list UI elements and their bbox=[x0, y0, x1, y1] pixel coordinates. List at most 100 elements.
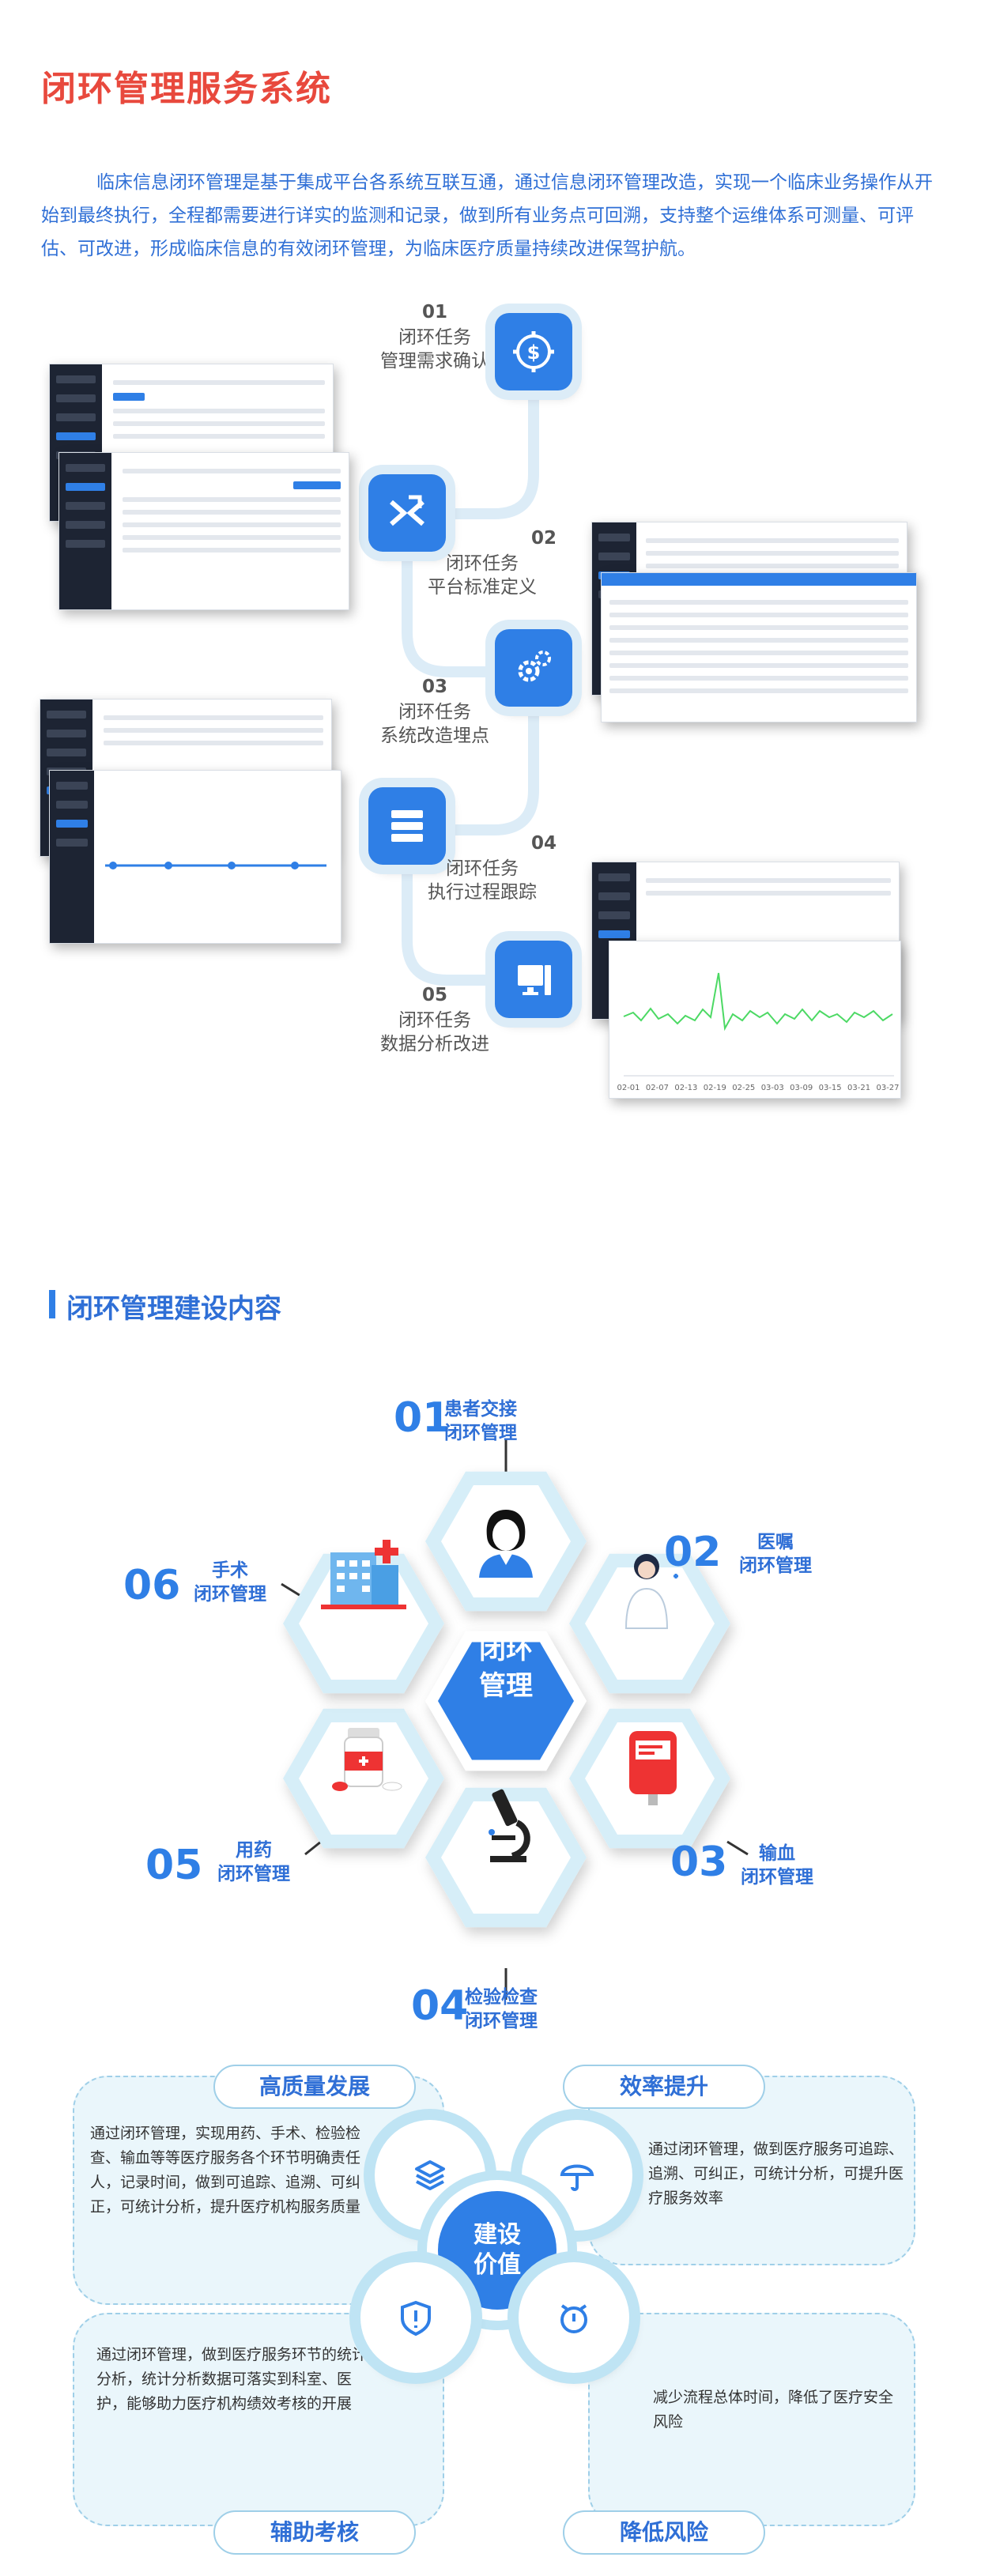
chart-x-tick-label: 02-25 bbox=[732, 1084, 755, 1092]
item-01-line2: 闭环管理 bbox=[444, 1423, 517, 1443]
step-02-line1: 闭环任务 bbox=[446, 553, 519, 574]
step-02-label: 闭环任务 平台标准定义 bbox=[395, 552, 569, 599]
page-title: 闭环管理服务系统 bbox=[41, 69, 332, 109]
item-06-line1: 手术 bbox=[212, 1560, 248, 1581]
chart-x-tick-label: 02-01 bbox=[617, 1084, 640, 1092]
microscope-icon bbox=[468, 1783, 544, 1870]
alarm-clock-icon bbox=[519, 2262, 629, 2373]
svg-text:$: $ bbox=[527, 341, 541, 364]
value-efficiency-text: 通过闭环管理，做到医疗服务可追踪、追溯、可纠正，可统计分析，可提升医疗服务效率 bbox=[648, 2140, 904, 2207]
chart-x-tick-label: 02-19 bbox=[704, 1084, 726, 1092]
medicine-icon bbox=[324, 1720, 411, 1799]
item-02-line1: 医嘱 bbox=[757, 1532, 794, 1552]
hospital-icon bbox=[316, 1529, 411, 1616]
value-center-line2: 价值 bbox=[474, 2251, 521, 2279]
construction-item-04: 04 检验检查 闭环管理 bbox=[411, 1982, 538, 2031]
item-01-label: 患者交接 闭环管理 bbox=[444, 1397, 547, 1445]
value-box-quality: 通过闭环管理，实现用药、手术、检验检查、输血等等医疗服务各个环节明确责任人，记录… bbox=[73, 2076, 444, 2305]
server-stack-icon bbox=[368, 787, 446, 865]
item-01-number: 01 bbox=[394, 1394, 451, 1442]
step-01-line2: 管理需求确认 bbox=[380, 351, 489, 372]
value-assessment-text: 通过闭环管理，做到医疗服务环节的统计分析，统计分析数据可落实到科室、医护，能够助… bbox=[96, 2346, 368, 2412]
item-03-number: 03 bbox=[670, 1839, 728, 1886]
step-05-line1: 闭环任务 bbox=[398, 1010, 471, 1031]
item-01-line1: 患者交接 bbox=[444, 1399, 517, 1420]
hex-center-line1: 闭环 bbox=[479, 1634, 533, 1665]
intro-paragraph: 临床信息闭环管理是基于集成平台各系统互联互通，通过信息闭环管理改造，实现一个临床… bbox=[41, 172, 933, 259]
item-06-number: 06 bbox=[123, 1562, 181, 1609]
item-02-line2: 闭环管理 bbox=[739, 1556, 812, 1576]
item-02-label: 医嘱 闭环管理 bbox=[724, 1530, 827, 1578]
value-risk-title: 降低风险 bbox=[563, 2510, 765, 2555]
dollar-gear-icon: $ bbox=[495, 313, 572, 390]
step-01-line1: 闭环任务 bbox=[398, 327, 471, 348]
construction-section-title: 闭环管理建设内容 bbox=[66, 1293, 281, 1325]
chart-x-tick-label: 03-03 bbox=[761, 1084, 784, 1092]
step-03-line1: 闭环任务 bbox=[398, 702, 471, 722]
trend-line-chart: 02-01 02-07 02-13 02-19 02-25 03-03 03-09 03-15… bbox=[617, 972, 900, 1092]
process-connector-lines bbox=[402, 358, 539, 986]
item-03-line1: 输血 bbox=[759, 1843, 795, 1864]
chart-x-tick-label: 03-21 bbox=[847, 1084, 870, 1092]
screenshot-task-list-front bbox=[58, 452, 349, 610]
hex-center-inner bbox=[438, 1642, 574, 1760]
chart-x-tick-label: 02-07 bbox=[646, 1084, 669, 1092]
item-03-label: 输血 闭环管理 bbox=[726, 1842, 828, 1889]
item-03-line2: 闭环管理 bbox=[741, 1867, 813, 1888]
construction-item-01: 01 患者交接 闭环管理 bbox=[394, 1394, 517, 1443]
screenshot-standard-table-detail bbox=[601, 572, 917, 722]
step-03-label: 闭环任务 系统改造埋点 bbox=[348, 700, 522, 748]
step-03-line2: 系统改造埋点 bbox=[380, 726, 489, 746]
item-04-line1: 检验检查 bbox=[465, 1987, 538, 2008]
value-box-assessment: 通过闭环管理，做到医疗服务环节的统计分析，统计分析数据可落实到科室、医护，能够助… bbox=[73, 2313, 444, 2526]
monitor-icon bbox=[495, 941, 572, 1018]
shuffle-arrows-icon bbox=[368, 474, 446, 552]
value-quality-title: 高质量发展 bbox=[213, 2065, 416, 2109]
item-05-number: 05 bbox=[145, 1842, 203, 1889]
construction-item-05: 05 用药 闭环管理 bbox=[145, 1840, 290, 1889]
step-05-label: 闭环任务 数据分析改进 bbox=[348, 1009, 522, 1056]
step-01-number: 01 bbox=[421, 302, 447, 322]
chart-x-tick-label: 03-15 bbox=[819, 1084, 842, 1092]
shield-alert-icon bbox=[360, 2262, 471, 2373]
step-04-line2: 执行过程跟踪 bbox=[428, 882, 537, 903]
value-assessment-title: 辅助考核 bbox=[213, 2510, 416, 2555]
chart-x-ticks: 02-01 02-07 02-13 02-19 02-25 03-03 03-09 03-15… bbox=[617, 1084, 899, 1092]
doctor-icon bbox=[612, 1546, 691, 1633]
blood-bag-icon bbox=[621, 1723, 685, 1810]
construction-item-02: 02 医嘱 闭环管理 bbox=[664, 1529, 812, 1576]
gears-icon bbox=[495, 629, 572, 707]
value-center-line1: 建设 bbox=[474, 2221, 521, 2249]
step-04-line1: 闭环任务 bbox=[446, 858, 519, 879]
item-06-line2: 闭环管理 bbox=[194, 1584, 266, 1605]
item-06-label: 手术 闭环管理 bbox=[179, 1559, 281, 1606]
screenshot-analysis-chart: 02-01 02-07 02-13 02-19 02-25 03-03 03-09 03-15… bbox=[609, 941, 901, 1099]
step-01-label: 闭环任务 管理需求确认 bbox=[348, 326, 522, 373]
value-efficiency-title: 效率提升 bbox=[563, 2065, 765, 2109]
item-04-line2: 闭环管理 bbox=[465, 2011, 538, 2031]
item-04-label: 检验检查 闭环管理 bbox=[465, 1986, 568, 2033]
step-03-number: 03 bbox=[421, 677, 447, 697]
item-02-number: 02 bbox=[664, 1529, 722, 1576]
construction-item-06: 06 手术 闭环管理 bbox=[123, 1560, 266, 1609]
step-05-number: 05 bbox=[421, 985, 447, 1005]
item-05-line1: 用药 bbox=[236, 1840, 272, 1861]
item-04-number: 04 bbox=[411, 1982, 469, 2030]
step-05-line2: 数据分析改进 bbox=[380, 1034, 489, 1054]
section-title-marker bbox=[49, 1290, 55, 1318]
value-risk-text: 减少流程总体时间，降低了医疗安全风险 bbox=[653, 2389, 894, 2431]
hex-center-line2: 管理 bbox=[479, 1670, 533, 1702]
chart-x-tick-label: 03-27 bbox=[876, 1084, 899, 1092]
chart-x-tick-label: 02-13 bbox=[674, 1084, 697, 1092]
item-05-label: 用药 闭环管理 bbox=[202, 1839, 305, 1886]
patient-icon bbox=[466, 1502, 545, 1581]
item-05-line2: 闭环管理 bbox=[217, 1864, 290, 1884]
value-quality-text: 通过闭环管理，实现用药、手术、检验检查、输血等等医疗服务各个环节明确责任人，记录… bbox=[90, 2125, 361, 2216]
step-02-line2: 平台标准定义 bbox=[428, 577, 537, 598]
construction-item-03: 03 输血 闭环管理 bbox=[670, 1839, 813, 1888]
step-04-number: 04 bbox=[530, 833, 557, 854]
step-04-label: 闭环任务 执行过程跟踪 bbox=[395, 857, 569, 904]
step-02-number: 02 bbox=[530, 528, 557, 549]
chart-x-tick-label: 03-09 bbox=[790, 1084, 813, 1092]
screenshot-tracking-front bbox=[49, 770, 341, 944]
